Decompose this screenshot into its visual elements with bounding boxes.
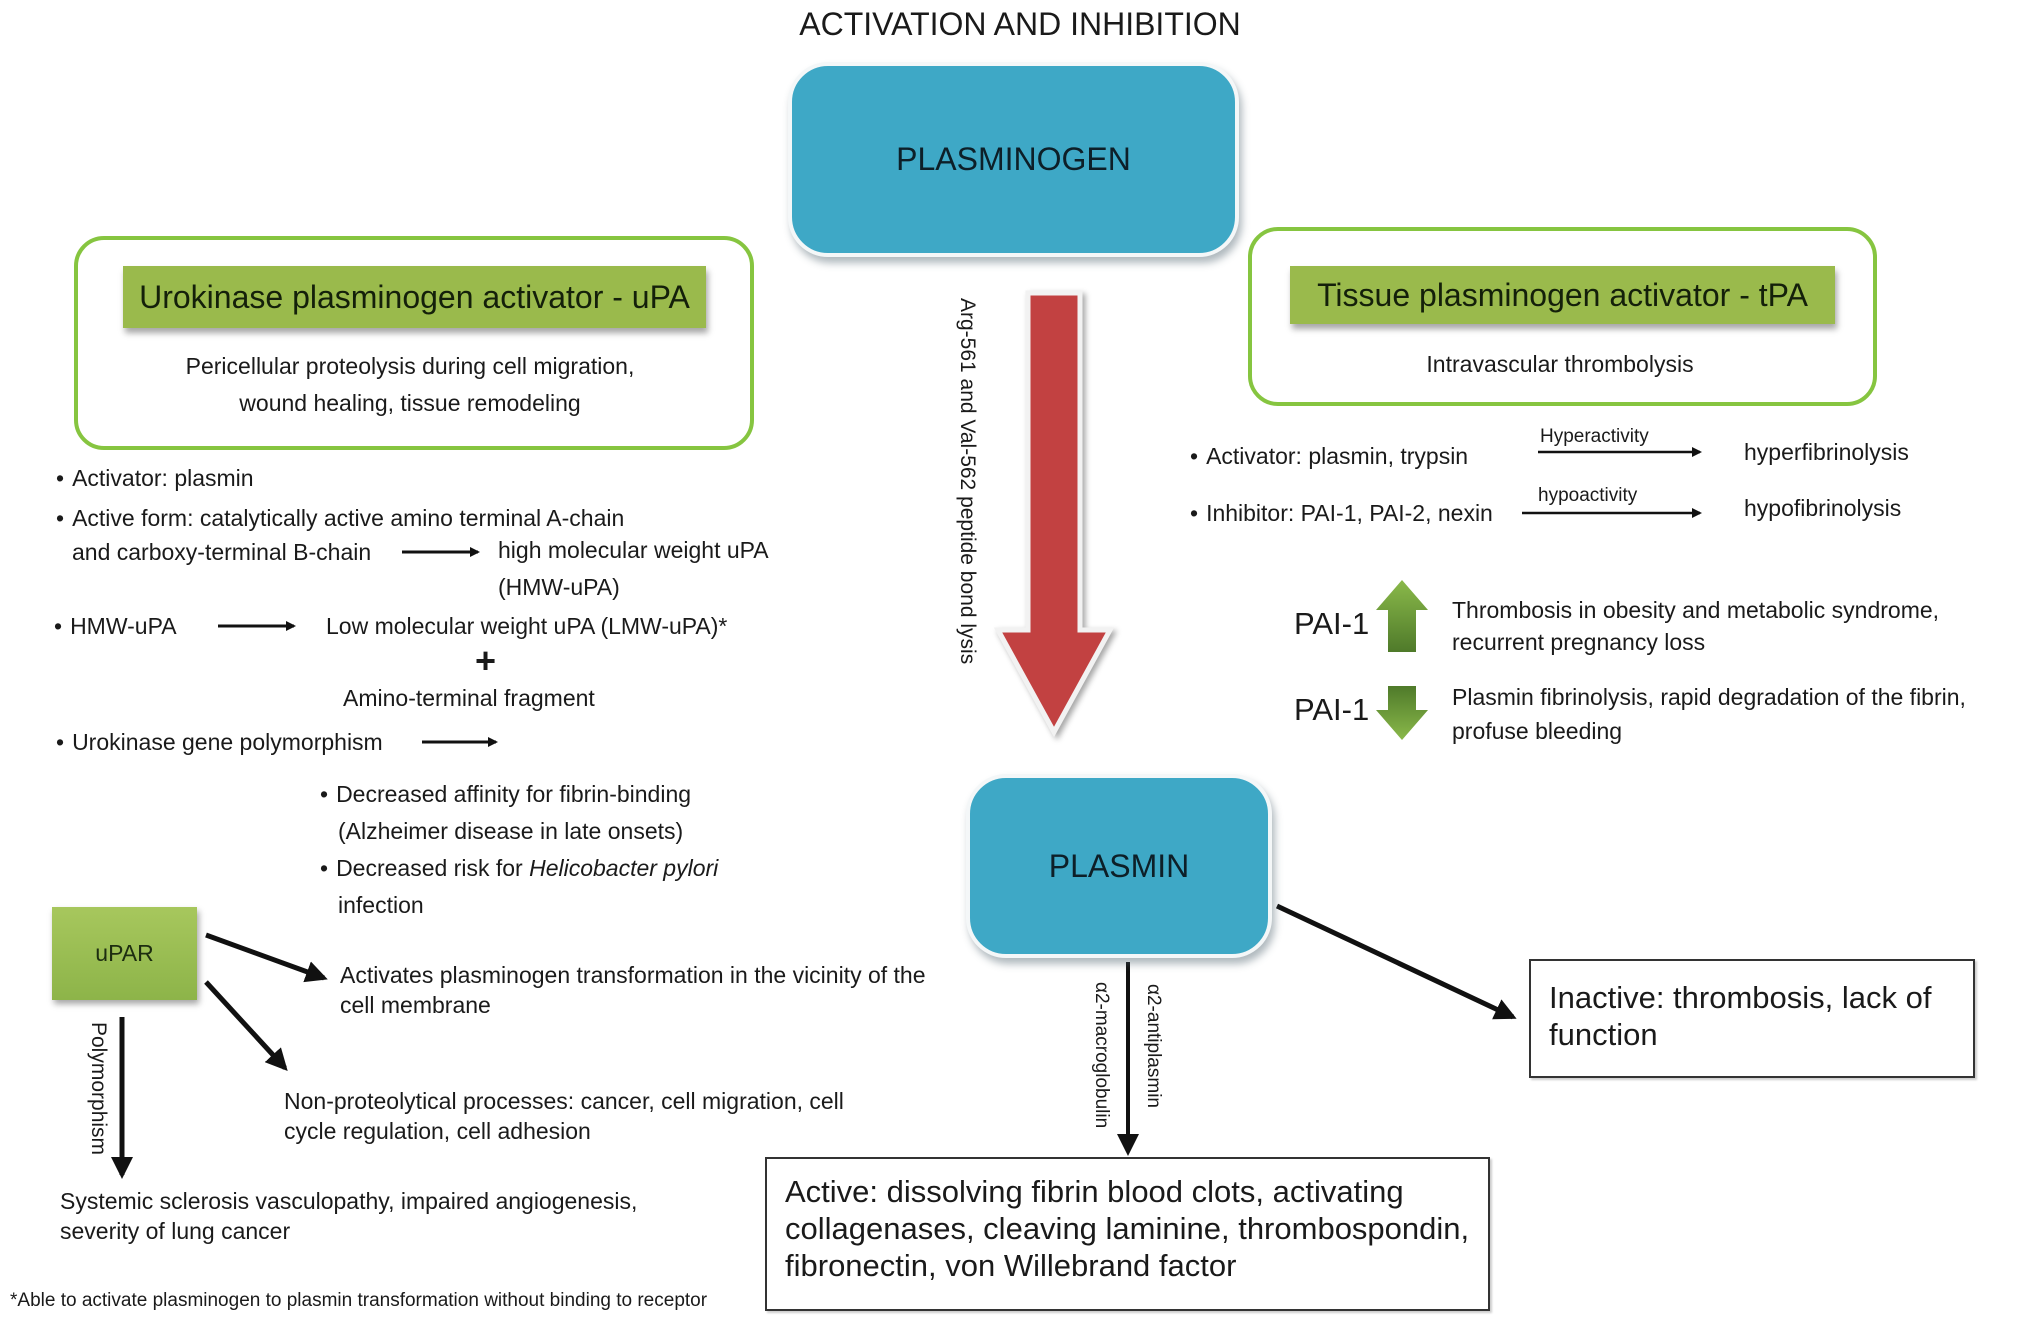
plus-sign: + <box>475 640 497 681</box>
upar-label: uPAR <box>95 940 154 966</box>
upa-header: Urokinase plasminogen activator - uPA <box>123 266 706 328</box>
upa-active-form: Active form: catalytically active amino … <box>56 500 624 537</box>
pai-up-label: PAI-1 <box>1294 606 1370 641</box>
poly-effect-line: Decreased affinity for fibrin-binding <box>320 776 691 813</box>
poly-effect-prefix: Decreased risk for <box>336 855 530 881</box>
inactive-outcome: Inactive: thrombosis, lack of function <box>1529 959 1975 1078</box>
upa-active-form-cont: and carboxy-terminal B-chain <box>72 539 372 565</box>
pathogen-name: Helicobacter pylori <box>529 855 719 881</box>
footnote: *Able to activate plasminogen to plasmin… <box>10 1290 708 1311</box>
upa-description: Pericellular proteolysis during cell mig… <box>80 348 740 422</box>
active-outcome: Active: dissolving fibrin blood clots, a… <box>765 1157 1490 1311</box>
upar-effect-line: Activates plasminogen transformation in … <box>340 962 926 988</box>
tpa-header-text: Tissue plasminogen activator - tPA <box>1317 276 1808 313</box>
hmw-result: high molecular weight uPA (HMW-uPA) <box>498 532 769 606</box>
polymorphism-label: Polymorphism <box>87 1022 110 1156</box>
tpa-description: Intravascular thrombolysis <box>1426 351 1694 377</box>
arrow-plasmin-inactive <box>1275 903 1517 1020</box>
upar-effect-line: cell membrane <box>340 992 491 1018</box>
tpa-inhibitor: Inhibitor: PAI-1, PAI-2, nexin <box>1190 495 1493 532</box>
upar-effect-activates: Activates plasminogen transformation in … <box>340 960 926 1020</box>
upar-node: uPAR <box>52 907 197 1000</box>
poly-effect-1: Decreased affinity for fibrin-binding (A… <box>320 776 691 850</box>
hyperactivity-label: Hyperactivity <box>1540 426 1649 447</box>
upar-effect-line: Non-proteolytical processes: cancer, cel… <box>284 1088 844 1114</box>
amino-fragment: Amino-terminal fragment <box>343 685 595 711</box>
tpa-activator: Activator: plasmin, trypsin <box>1190 438 1468 475</box>
poly-effect-line: infection <box>338 892 424 918</box>
hypoactivity-label: hypoactivity <box>1538 485 1638 506</box>
upar-effect-polymorphism: Systemic sclerosis vasculopathy, impaire… <box>60 1186 637 1246</box>
plasminogen-label: PLASMINOGEN <box>896 141 1131 177</box>
pai-down-effect: Plasmin fibrinolysis, rapid degradation … <box>1452 680 1966 748</box>
poly-effect-line: (Alzheimer disease in late onsets) <box>338 818 684 844</box>
arrow-upar-activates <box>205 932 328 983</box>
poly-effect-2: Decreased risk for Helicobacter pylori i… <box>320 850 718 924</box>
pai-down-arrow <box>1376 686 1428 740</box>
upa-description-line: Pericellular proteolysis during cell mig… <box>185 353 635 379</box>
poly-effect-line: Decreased risk for Helicobacter pylori <box>320 850 718 887</box>
lmw-result: Low molecular weight uPA (LMW-uPA)* <box>326 613 728 639</box>
upa-activator: Activator: plasmin <box>56 460 254 497</box>
diagram-title: ACTIVATION AND INHIBITION <box>799 6 1241 42</box>
upar-effect-nonproteolytic: Non-proteolytical processes: cancer, cel… <box>284 1086 844 1146</box>
inactive-text: Inactive: thrombosis, lack of function <box>1549 980 1932 1052</box>
hyperfibrinolysis: hyperfibrinolysis <box>1744 439 1909 465</box>
macroglobulin-label: α2-macroglobulin <box>1091 982 1112 1129</box>
pai-effect-line: Thrombosis in obesity and metabolic synd… <box>1452 597 1940 623</box>
pai-up-arrow <box>1376 580 1428 652</box>
hmw-result-line: (HMW-uPA) <box>498 574 620 600</box>
plasmin-label: PLASMIN <box>1048 847 1190 884</box>
upar-effect-line: Systemic sclerosis vasculopathy, impaire… <box>60 1188 638 1214</box>
tpa-header: Tissue plasminogen activator - tPA <box>1290 266 1835 324</box>
upa-polymorphism: Urokinase gene polymorphism <box>56 724 383 761</box>
conversion-label: Arg-561 and Val-562 peptide bond lysis <box>956 298 979 665</box>
pai-effect-line: profuse bleeding <box>1452 718 1623 744</box>
upar-effect-line: cycle regulation, cell adhesion <box>284 1118 591 1144</box>
hypofibrinolysis: hypofibrinolysis <box>1744 495 1902 521</box>
upa-description-line: wound healing, tissue remodeling <box>239 390 581 416</box>
conversion-arrow <box>993 290 1115 738</box>
upar-effect-line: severity of lung cancer <box>60 1218 291 1244</box>
pai-down-label: PAI-1 <box>1294 692 1370 727</box>
pai-up-effect: Thrombosis in obesity and metabolic synd… <box>1452 594 1939 658</box>
active-text: Active: dissolving fibrin blood clots, a… <box>785 1174 1470 1283</box>
plasminogen-node: PLASMINOGEN <box>788 62 1239 257</box>
hmw-upa-bullet: HMW-uPA <box>54 608 177 645</box>
hmw-result-line: high molecular weight uPA <box>498 537 769 563</box>
plasmin-node: PLASMIN <box>966 774 1272 958</box>
pai-effect-line: recurrent pregnancy loss <box>1452 629 1706 655</box>
pai-effect-line: Plasmin fibrinolysis, rapid degradation … <box>1452 684 1966 710</box>
arrow-upar-nonproteolytic <box>204 980 288 1071</box>
antiplasmin-label: α2-antiplasmin <box>1143 984 1164 1108</box>
upa-header-text: Urokinase plasminogen activator - uPA <box>139 278 690 315</box>
